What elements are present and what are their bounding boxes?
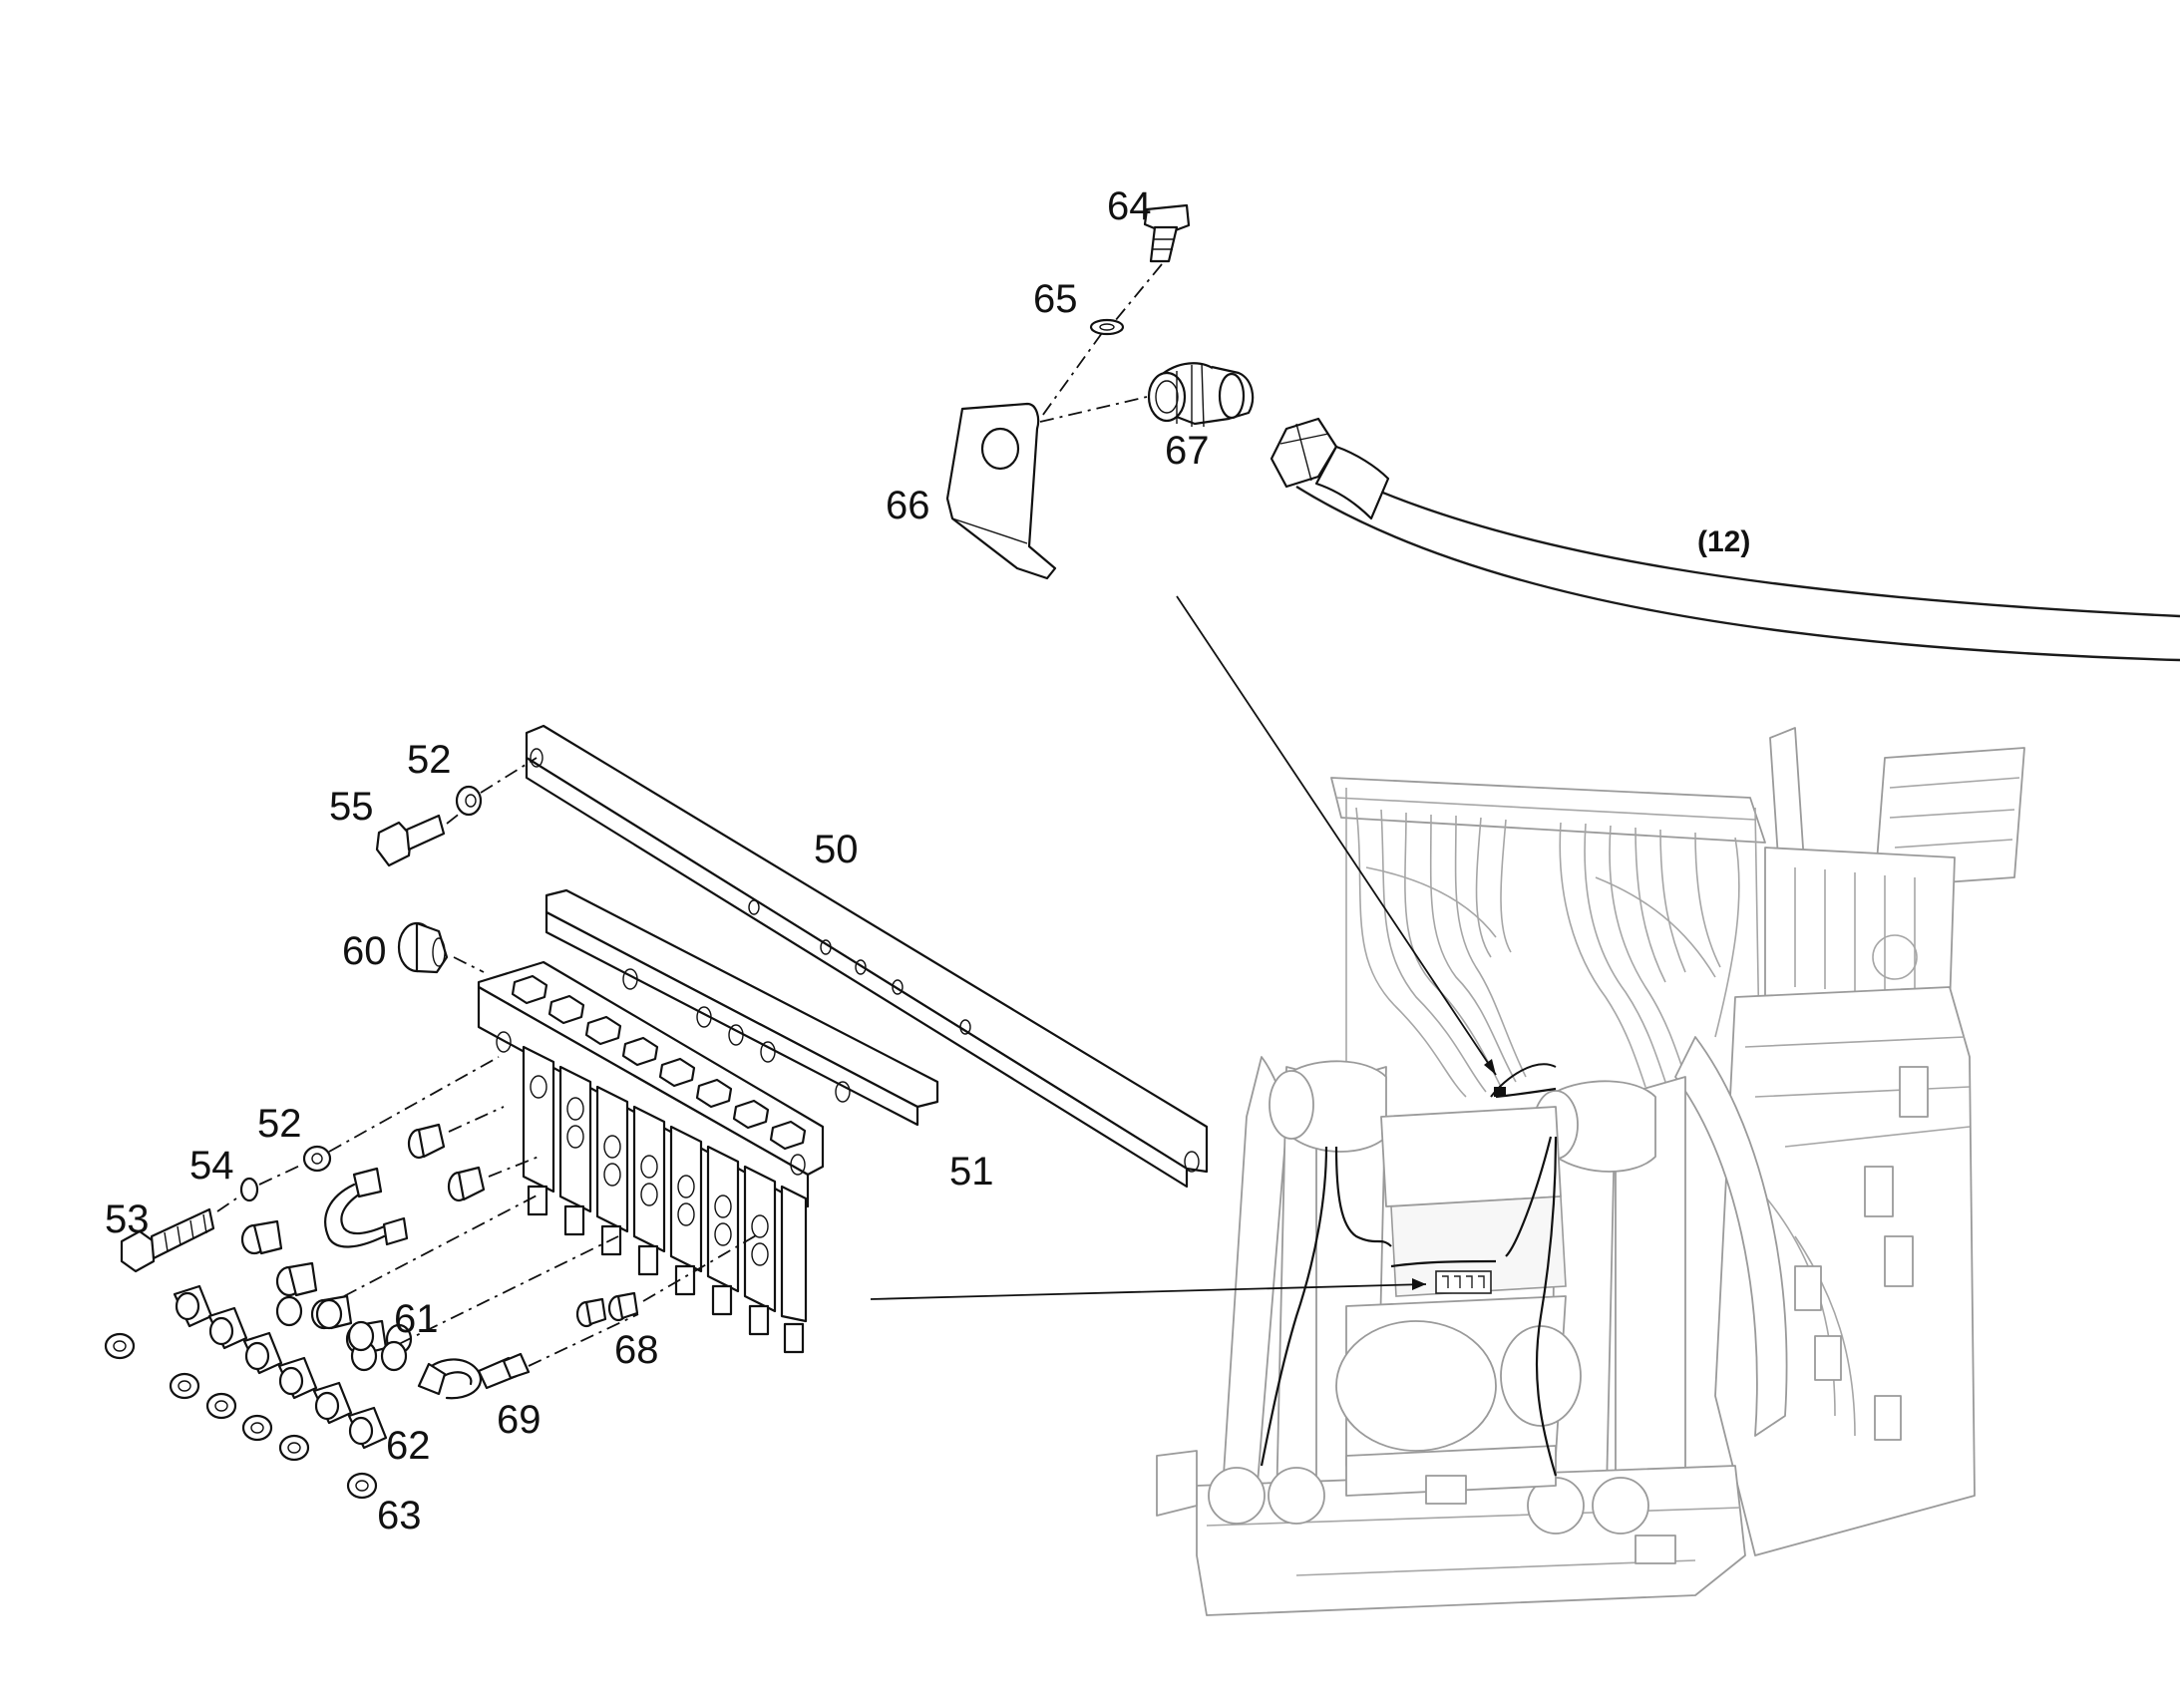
callout-63: 63 bbox=[377, 1494, 422, 1537]
machine-frame bbox=[1156, 727, 2025, 1616]
long-bolt bbox=[120, 1207, 215, 1273]
callout-54: 54 bbox=[189, 1144, 234, 1188]
mounting-bracket bbox=[945, 402, 1057, 580]
spacer-bar bbox=[545, 888, 939, 1127]
washer-top bbox=[455, 785, 483, 817]
bent-tube bbox=[324, 1167, 409, 1248]
callout-53: 53 bbox=[105, 1197, 150, 1241]
callout-50: 50 bbox=[814, 828, 859, 871]
elbow-fitting bbox=[1147, 362, 1255, 428]
callout-69: 69 bbox=[497, 1398, 542, 1442]
washer bbox=[1089, 318, 1125, 336]
callout-68: 68 bbox=[614, 1328, 659, 1372]
plug bbox=[397, 921, 449, 974]
callout-52-lower: 52 bbox=[257, 1102, 302, 1146]
callout-67: 67 bbox=[1165, 429, 1210, 473]
screw-top bbox=[375, 814, 446, 867]
hose-reference-label: (12) bbox=[1697, 525, 1750, 558]
callout-64: 64 bbox=[1107, 184, 1152, 228]
adapter-fittings bbox=[407, 1106, 540, 1202]
bolt bbox=[1143, 203, 1191, 263]
plug-screws bbox=[104, 1332, 378, 1500]
callout-60: 60 bbox=[342, 929, 387, 973]
callout-55: 55 bbox=[329, 785, 374, 829]
callout-62: 62 bbox=[386, 1424, 431, 1468]
callout-66: 66 bbox=[886, 484, 930, 527]
callout-52-top: 52 bbox=[407, 738, 452, 782]
washer-small bbox=[239, 1177, 259, 1202]
washer-lower bbox=[302, 1145, 332, 1173]
tube-fitting-68 bbox=[575, 1233, 759, 1328]
callout-labels: 64 65 66 67 52 55 50 60 52 54 53 51 61 6… bbox=[105, 184, 1210, 1537]
distributor-block bbox=[477, 960, 825, 1354]
mounting-plate bbox=[525, 724, 1209, 1189]
callout-61: 61 bbox=[394, 1297, 439, 1341]
tube-69 bbox=[417, 1313, 639, 1400]
callout-65: 65 bbox=[1033, 277, 1078, 321]
adapter-row bbox=[315, 1194, 619, 1372]
callout-51: 51 bbox=[949, 1150, 994, 1194]
hydraulic-hose bbox=[1270, 417, 2180, 662]
